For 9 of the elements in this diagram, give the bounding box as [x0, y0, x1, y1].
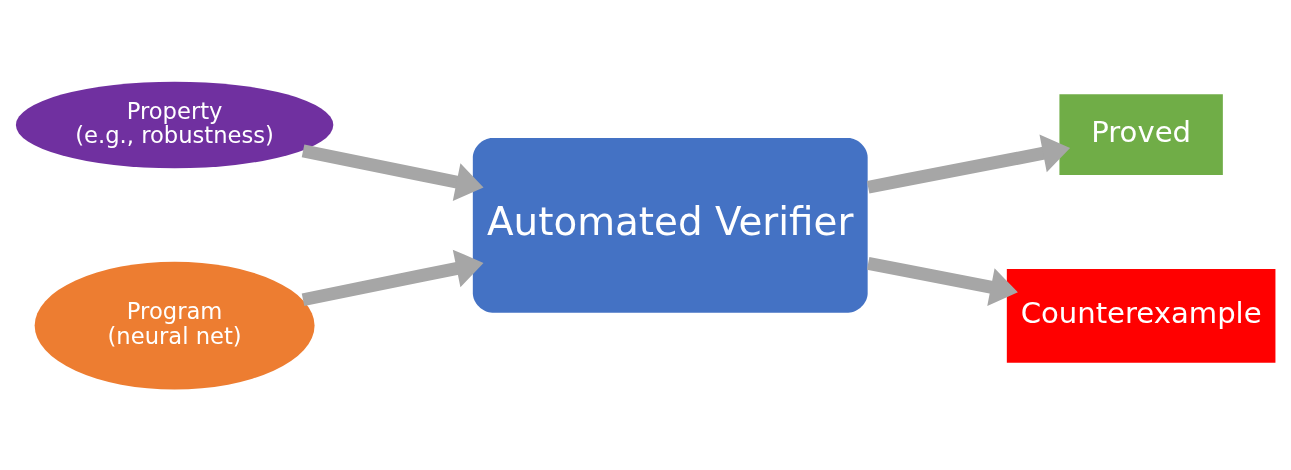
arrow [301, 249, 484, 306]
node-box: Proved [1059, 93, 1223, 175]
node-box: Automated Verifier [472, 137, 868, 313]
arrow [866, 133, 1071, 194]
arrow [301, 143, 484, 201]
node-ellipse: Program (neural net) [34, 261, 315, 390]
node-box: Counterexample [1006, 268, 1276, 363]
arrow [866, 256, 1018, 306]
node-ellipse: Property (e.g., robustness) [15, 81, 334, 168]
